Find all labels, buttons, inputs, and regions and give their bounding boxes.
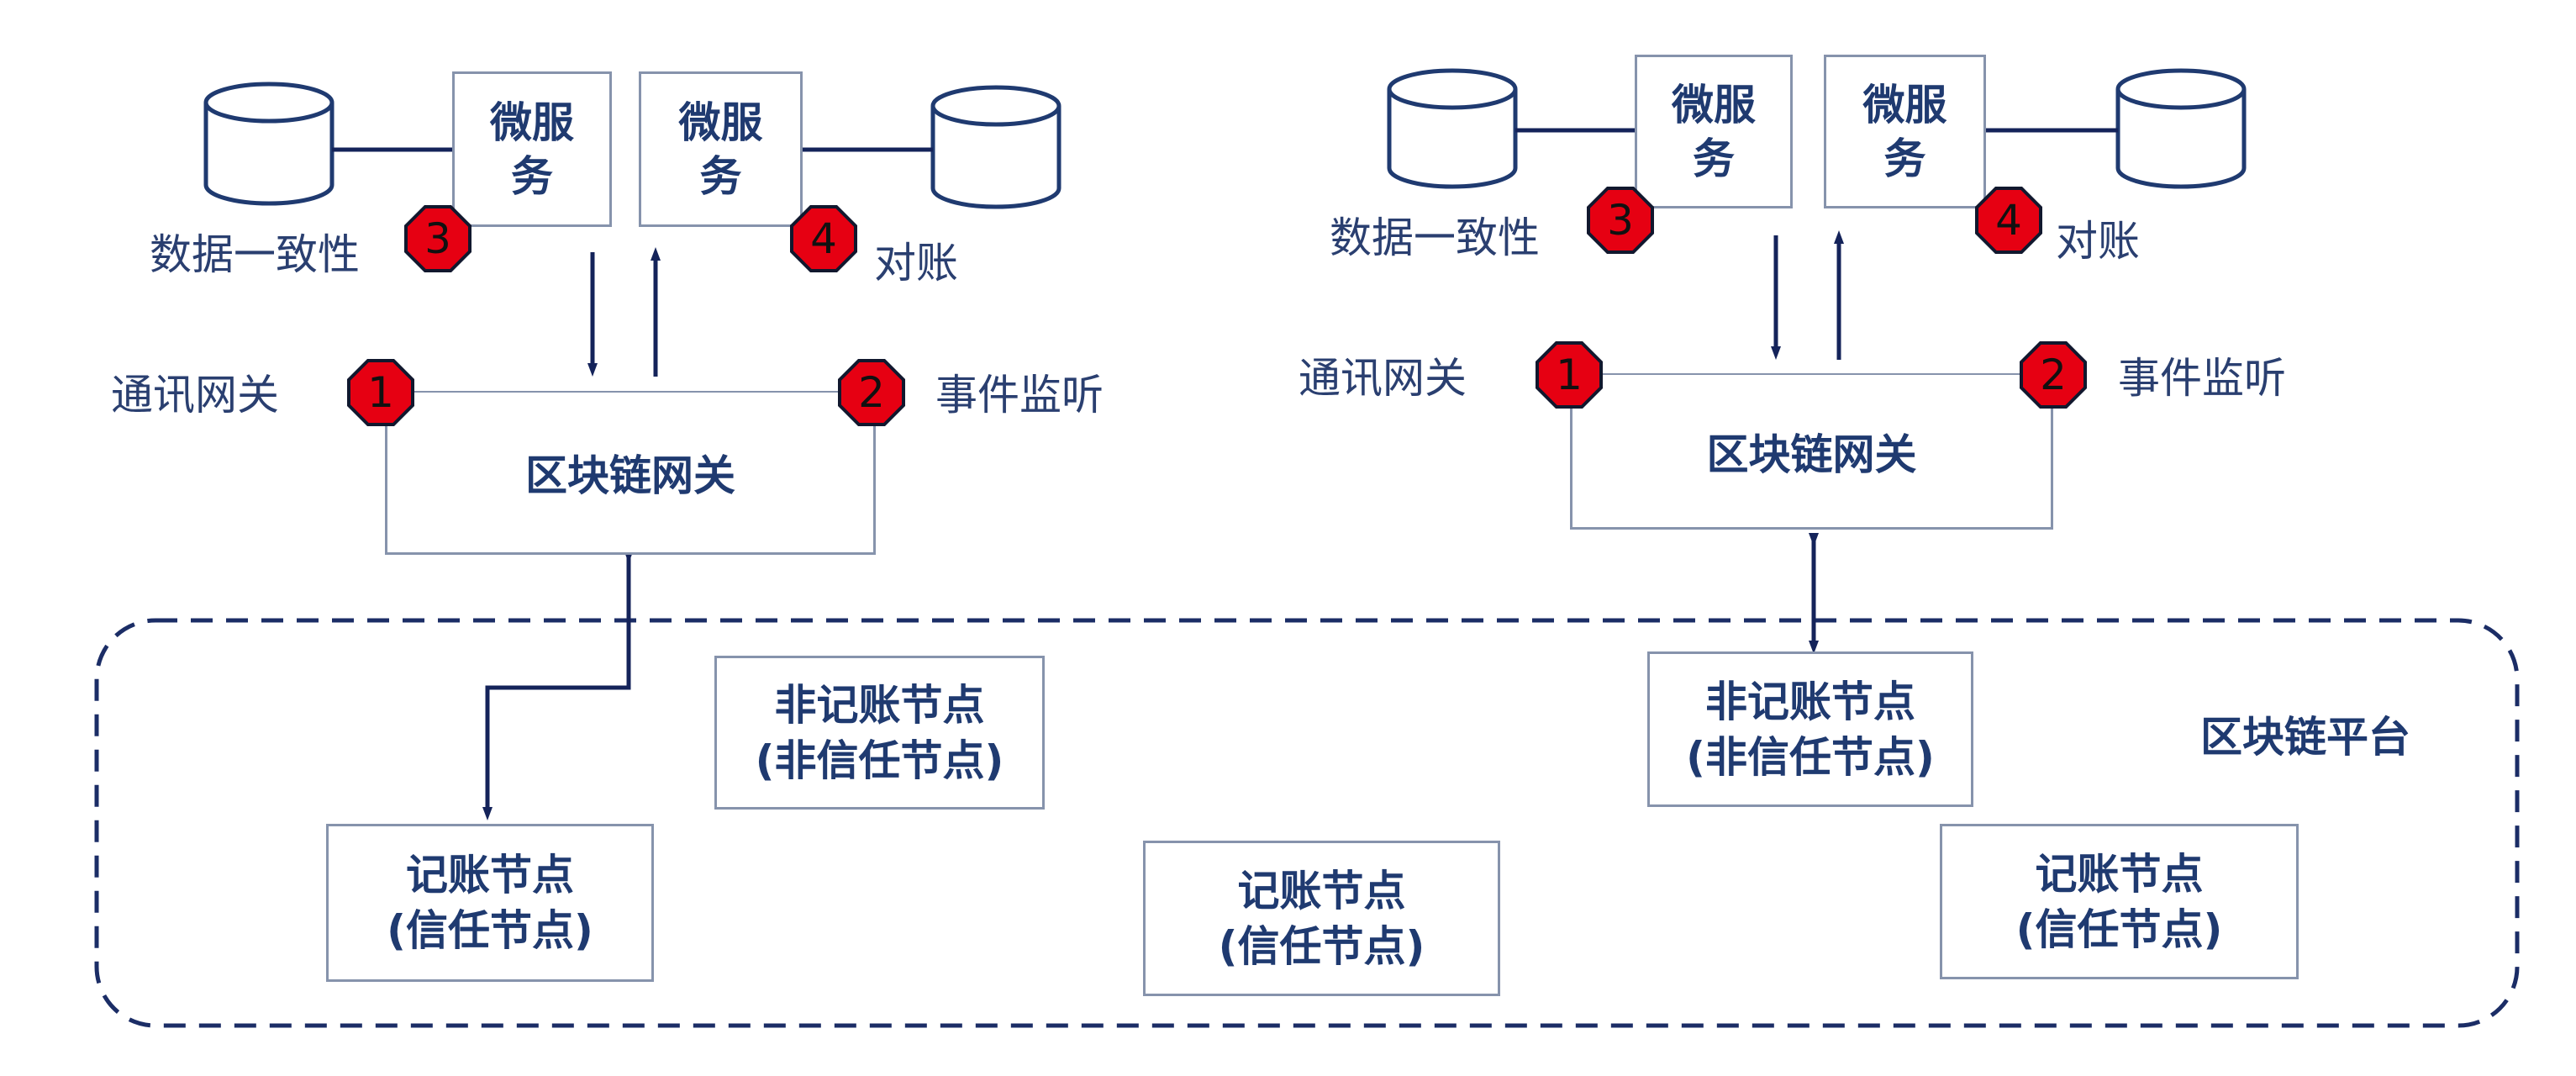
database-icon <box>1387 68 1518 189</box>
label-blockchain-platform: 区块链平台 <box>2200 713 2410 762</box>
non-ledger-node: 非记账节点(非信任节点) <box>714 656 1045 810</box>
microservice-box: 微服务 <box>1824 55 1986 208</box>
label-comm-gateway: 通讯网关 <box>1299 354 1467 403</box>
database-icon <box>203 82 335 206</box>
badge-4: 4 <box>790 205 857 272</box>
label-reconcile: 对账 <box>2056 217 2140 266</box>
microservice-box: 微服务 <box>639 71 803 227</box>
label-comm-gateway: 通讯网关 <box>111 371 279 419</box>
database-icon <box>2115 68 2247 189</box>
platform-boundary <box>94 618 2520 1028</box>
badge-3: 3 <box>1587 187 1654 254</box>
ledger-node: 记账节点(信任节点) <box>326 824 654 982</box>
database-icon <box>930 85 1061 209</box>
badge-2: 2 <box>838 359 905 426</box>
non-ledger-node: 非记账节点(非信任节点) <box>1647 651 1973 807</box>
blockchain-gateway-box: 区块链网关 <box>1570 375 2053 530</box>
microservice-box: 微服务 <box>452 71 612 227</box>
gateway-node-link <box>482 550 634 820</box>
microservice-box: 微服务 <box>1635 55 1793 208</box>
badge-1: 1 <box>347 359 414 426</box>
ledger-node: 记账节点(信任节点) <box>1143 841 1500 996</box>
ledger-node: 记账节点(信任节点) <box>1940 824 2299 979</box>
badge-1: 1 <box>1536 341 1603 409</box>
label-event-listen: 事件监听 <box>2118 354 2286 403</box>
label-reconcile: 对账 <box>874 239 958 287</box>
label-data-consistency: 数据一致性 <box>1330 214 1540 262</box>
badge-3: 3 <box>404 205 471 272</box>
label-data-consistency: 数据一致性 <box>150 230 360 279</box>
badge-4: 4 <box>1975 187 2042 254</box>
blockchain-gateway-box: 区块链网关 <box>385 393 876 555</box>
label-event-listen: 事件监听 <box>935 371 1104 419</box>
badge-2: 2 <box>2020 341 2087 409</box>
